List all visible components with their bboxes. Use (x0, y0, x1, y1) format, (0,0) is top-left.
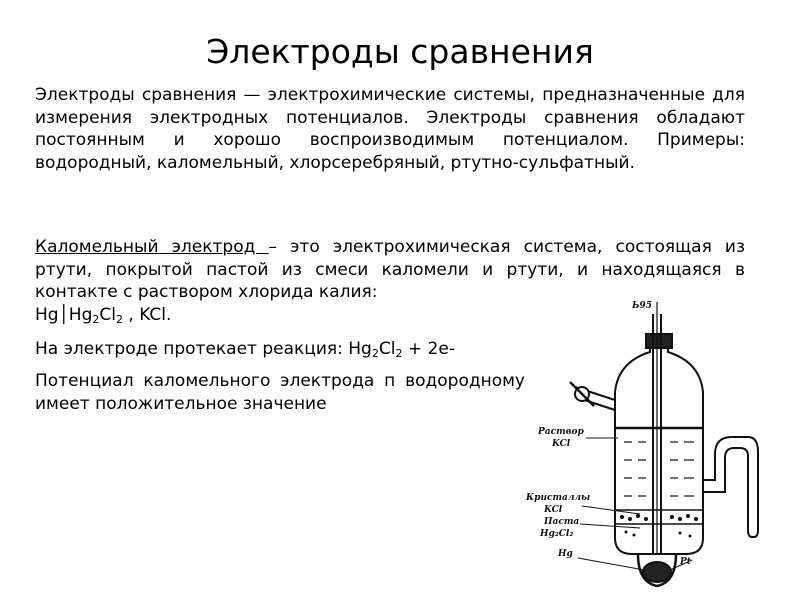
definition-paragraph: Электроды сравнения — электрохимические … (35, 85, 745, 173)
calomel-electrode-diagram: Ь95 Раствор KCl Кристаллы KCl Паста Hg₂C… (520, 292, 800, 600)
calomel-formula: Hg│Hg2Cl2 , KCl. (35, 304, 172, 326)
reaction-paragraph: На электроде протекает реакция: Hg2Cl2 +… (35, 339, 455, 360)
potential-paragraph: Потенциал каломельного электрода п водор… (35, 371, 525, 414)
calomel-definition: – это электрохимическая система, состоящ… (35, 237, 745, 302)
solution-label: Раствор (537, 427, 585, 437)
calomel-term: Каломельный электрод (35, 237, 269, 257)
crystals-formula-label: KCl (543, 505, 563, 515)
paste-label: Паста (543, 517, 579, 527)
calomel-paragraph: Каломельный электрод – это электрохимиче… (35, 236, 745, 326)
solution-formula-label: KCl (551, 439, 571, 449)
paste-formula-label: Hg₂Cl₂ (539, 529, 573, 539)
top-label: Ь95 (631, 301, 652, 311)
page-title: Электроды сравнения (206, 32, 594, 71)
hg-label: Hg (557, 549, 573, 559)
pt-label: Pt (679, 557, 692, 567)
crystals-label: Кристаллы (525, 493, 590, 503)
